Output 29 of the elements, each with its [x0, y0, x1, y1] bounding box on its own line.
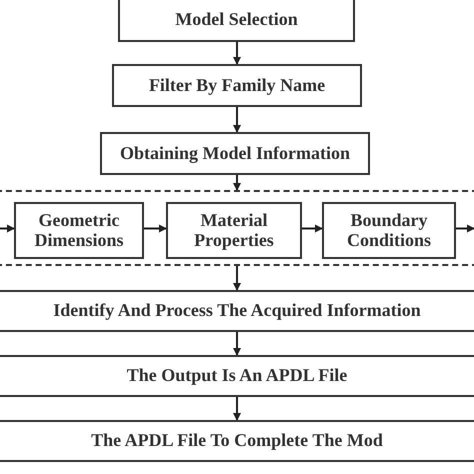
process-box	[112, 64, 362, 107]
arrow	[233, 175, 241, 191]
arrow	[233, 266, 241, 291]
box-label: Geometric Dimensions	[33, 210, 124, 250]
process-box	[100, 132, 370, 175]
arrow	[233, 332, 241, 356]
box-label: The APDL File To Complete The Mod	[91, 431, 383, 451]
arrow	[0, 224, 15, 232]
box-label: Model Selection	[175, 10, 298, 30]
process-box	[0, 420, 474, 462]
arrow	[233, 42, 241, 65]
box-label: Material Properties	[193, 210, 275, 250]
arrow	[233, 397, 241, 421]
process-box	[118, 0, 355, 42]
box-label: Filter By Family Name	[148, 76, 326, 96]
process-box	[322, 202, 456, 259]
process-box	[166, 202, 302, 259]
box-label: Obtaining Model Information	[120, 144, 350, 164]
arrow	[456, 224, 474, 232]
box-label: Identify And Process The Acquired Information	[53, 301, 421, 321]
box-label: The Output Is An APDL File	[126, 366, 348, 386]
dashed-group-box	[0, 190, 474, 266]
box-label: Boundary Conditions	[346, 210, 432, 250]
arrow	[302, 224, 323, 232]
arrow	[233, 107, 241, 133]
process-box	[0, 355, 474, 397]
process-box	[14, 202, 144, 259]
arrow	[144, 224, 167, 232]
process-box	[0, 290, 474, 332]
